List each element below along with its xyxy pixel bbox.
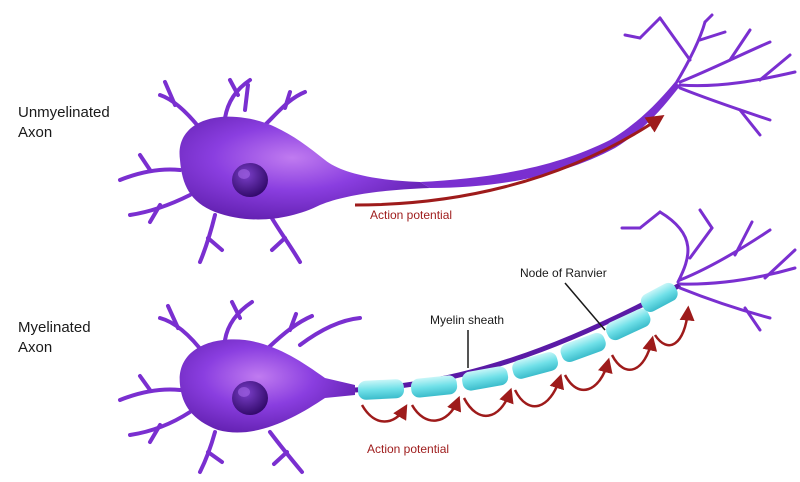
label-line: Unmyelinated — [18, 104, 110, 121]
saltatory-arrow — [360, 404, 408, 423]
top-axon-terminals — [623, 13, 797, 137]
bottom-action-potential-label: Action potential — [367, 442, 450, 456]
bottom-axon-terminals — [620, 208, 797, 332]
saltatory-arrow — [610, 335, 658, 371]
top-action-potential-label: Action potential — [370, 208, 453, 222]
myelin-segment — [640, 282, 678, 312]
bottom-soma — [179, 339, 355, 433]
myelin-segment — [605, 308, 651, 341]
myelin-segment — [512, 352, 559, 379]
myelin-segment — [560, 332, 606, 363]
myelin-sheath-label: Myelin sheath — [430, 313, 505, 327]
label-line: Axon — [18, 124, 53, 141]
saltatory-arrow — [513, 373, 565, 408]
saltatory-arrow — [653, 305, 695, 347]
myelinated-label: Myelinated Axon — [18, 318, 91, 358]
top-action-arrow — [354, 114, 665, 207]
top-axon — [420, 82, 680, 188]
bottom-nucleus — [232, 381, 268, 415]
saltatory-arrow — [410, 395, 462, 422]
top-dendrites — [118, 78, 307, 264]
top-nucleus — [232, 163, 268, 197]
label-line: Axon — [18, 339, 53, 356]
saltatory-arrow — [563, 357, 613, 392]
myelin-segment — [357, 379, 405, 400]
myelin-segments — [357, 282, 678, 400]
myelin-segment — [462, 366, 509, 391]
myelin-segment — [410, 375, 458, 398]
saltatory-arrow — [462, 387, 514, 417]
node-pointer — [564, 282, 606, 331]
top-neuron — [118, 13, 797, 264]
saltatory-arrows — [360, 305, 695, 423]
unmyelinated-label: Unmyelinated Axon — [18, 103, 110, 143]
node-of-ranvier-label: Node of Ranvier — [520, 266, 607, 280]
bottom-neuron — [118, 208, 797, 474]
label-line: Myelinated — [18, 319, 91, 336]
